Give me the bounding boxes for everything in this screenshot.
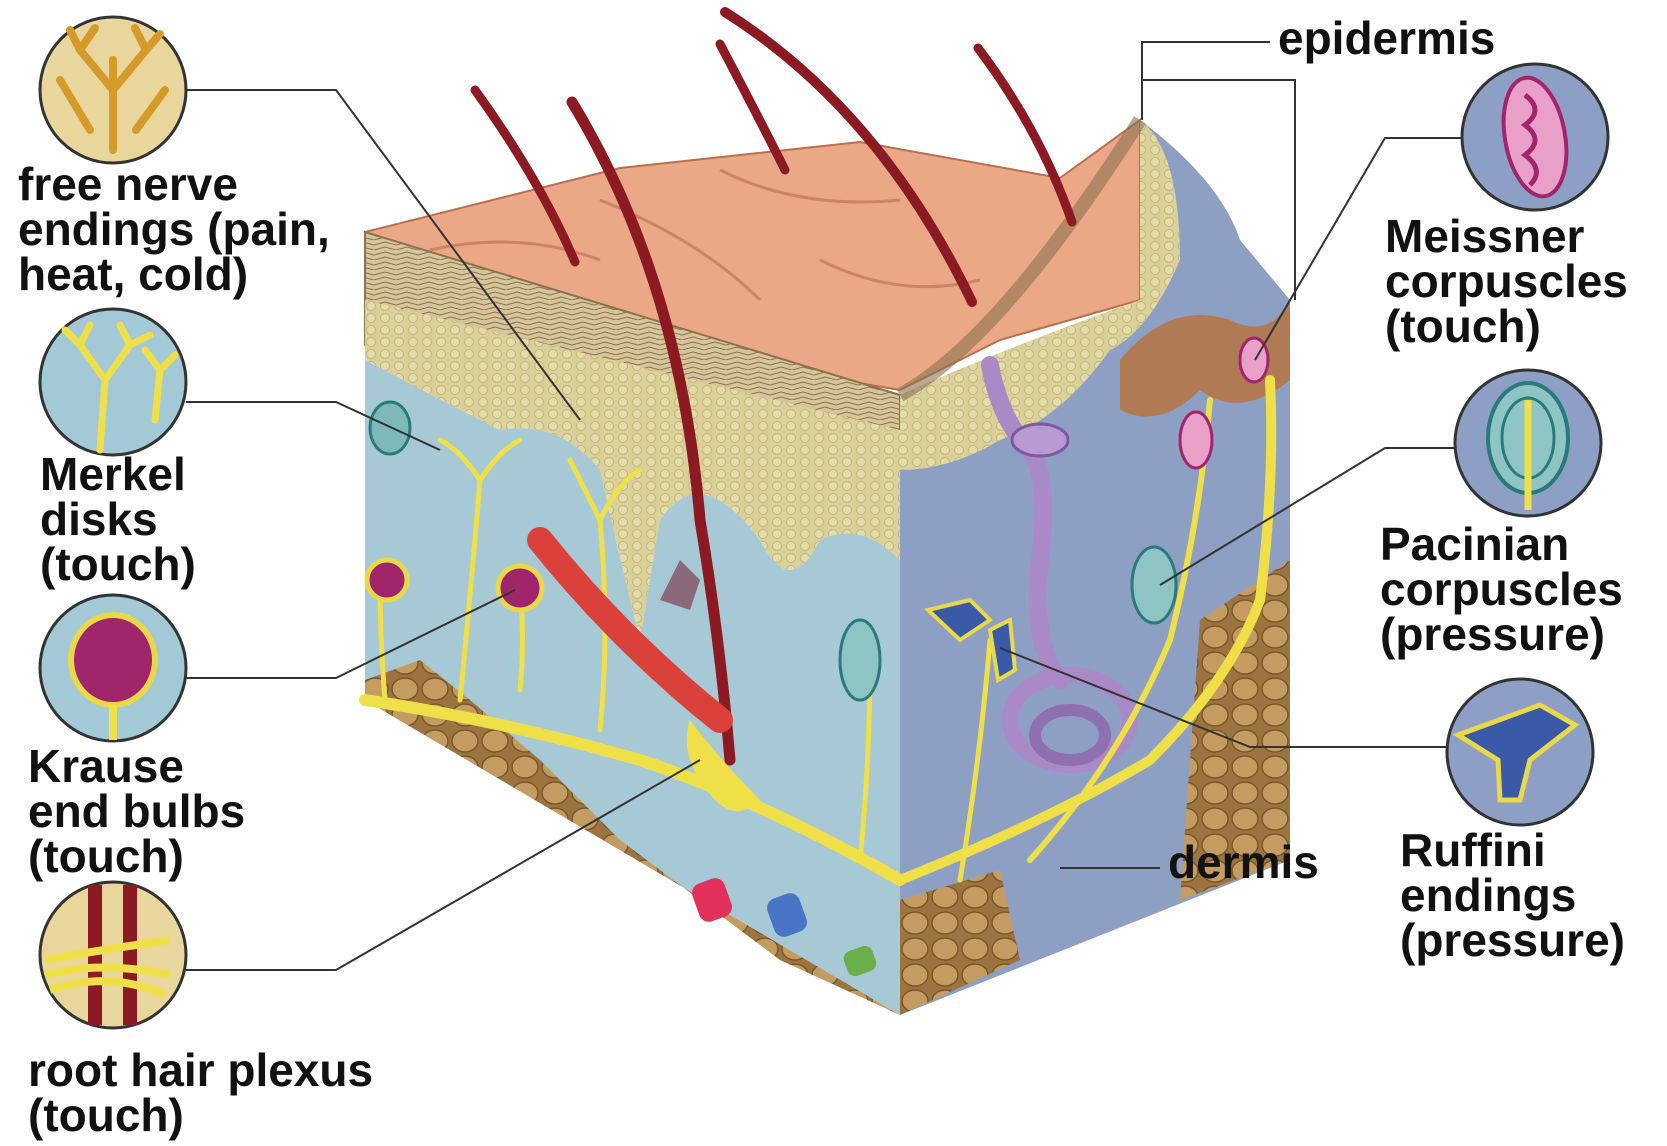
merkel-inset-icon [40, 309, 186, 455]
label-epidermis: epidermis [1278, 16, 1495, 61]
label-free-nerve-endings: free nerve endings (pain, heat, cold) [18, 162, 330, 297]
label-meissner-corpuscles: Meissner corpuscles (touch) [1385, 214, 1628, 349]
krause-inset-icon [40, 595, 186, 741]
ruffini-inset-icon [1447, 679, 1593, 825]
pacinian-inset-icon [1455, 370, 1601, 516]
free-nerve-inset-icon [40, 17, 186, 163]
label-merkel-disks: Merkel disks (touch) [40, 452, 196, 587]
meissner-inset-icon [1462, 64, 1608, 210]
label-krause-end-bulbs: Krause end bulbs (touch) [28, 744, 245, 879]
label-root-hair-plexus: root hair plexus (touch) [28, 1048, 373, 1138]
root-hair-inset-icon [40, 882, 186, 1028]
label-dermis: dermis [1168, 840, 1319, 885]
label-ruffini-endings: Ruffini endings (pressure) [1400, 828, 1625, 963]
label-pacinian-corpuscles: Pacinian corpuscles (pressure) [1380, 522, 1623, 657]
